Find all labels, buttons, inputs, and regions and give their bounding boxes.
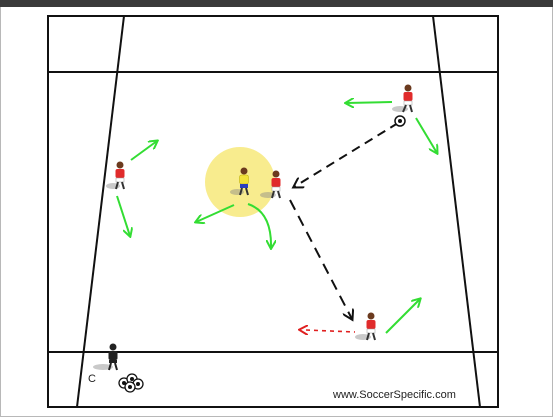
ball-icon [395,116,405,126]
right-channel-line [433,16,480,407]
run-arrow-top-attacker-down [416,118,437,153]
pass-arrow-to-bottom-attacker [290,200,352,319]
run-arrow-left-attacker-down [117,196,130,236]
player-red-icon [355,313,376,341]
site-watermark: www.SoccerSpecific.com [333,389,456,401]
ball-supply-icon [119,374,143,392]
coach-icon [93,344,118,371]
dribble-arrow [306,330,355,332]
run-arrow-left-attacker-up [131,141,157,160]
player-red-icon [392,85,413,113]
run-arrow-top-attacker-left [346,102,392,103]
left-channel-line [77,16,124,407]
player-red-icon [106,162,125,190]
coach-label: C [88,373,96,385]
run-arrow-bottom-attacker-up [386,299,420,333]
pass-arrow-to-central-attacker [294,123,398,187]
